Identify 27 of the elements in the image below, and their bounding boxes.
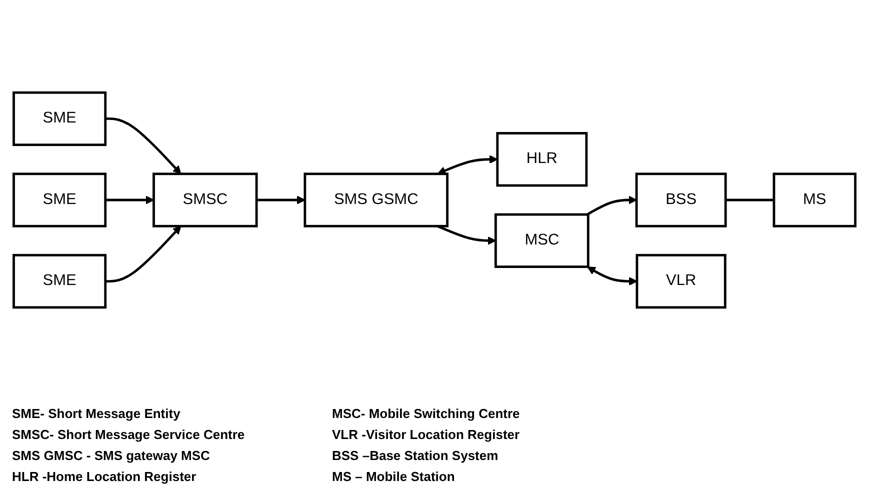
connector [726, 198, 774, 202]
arrow [436, 225, 496, 245]
node-box: HLR [496, 132, 588, 187]
arrow [105, 226, 182, 282]
arrow [105, 196, 154, 204]
node-box: SMSC [152, 172, 258, 228]
arrow [105, 118, 182, 174]
abbreviation-note: SMSC- Short Message Service Centre [12, 427, 246, 442]
node-box: MS [772, 172, 856, 228]
node-box: VLR [636, 254, 726, 309]
abbreviation-note: VLR -Visitor Location Register [332, 427, 521, 442]
node-box: MSC [494, 213, 590, 268]
abbreviation-note: HLR -Home Location Register [12, 469, 198, 484]
node-box: SME [12, 254, 107, 309]
arrow [586, 196, 637, 216]
abbreviation-note: BSS –Base Station System [332, 448, 500, 463]
arrow [437, 155, 498, 175]
node-box: SME [12, 172, 107, 228]
abbreviation-note: SMS GMSC - SMS gateway MSC [12, 448, 211, 463]
abbreviation-note: MSC- Mobile Switching Centre [332, 406, 521, 421]
node-box: SME [12, 91, 107, 146]
node-box: SMS GSMC [304, 172, 448, 228]
abbreviation-note: MS – Mobile Station [332, 469, 456, 484]
arrow [587, 266, 638, 286]
node-box: BSS [635, 172, 727, 228]
abbreviation-note: SME- Short Message Entity [12, 406, 182, 421]
arrow [256, 196, 306, 204]
